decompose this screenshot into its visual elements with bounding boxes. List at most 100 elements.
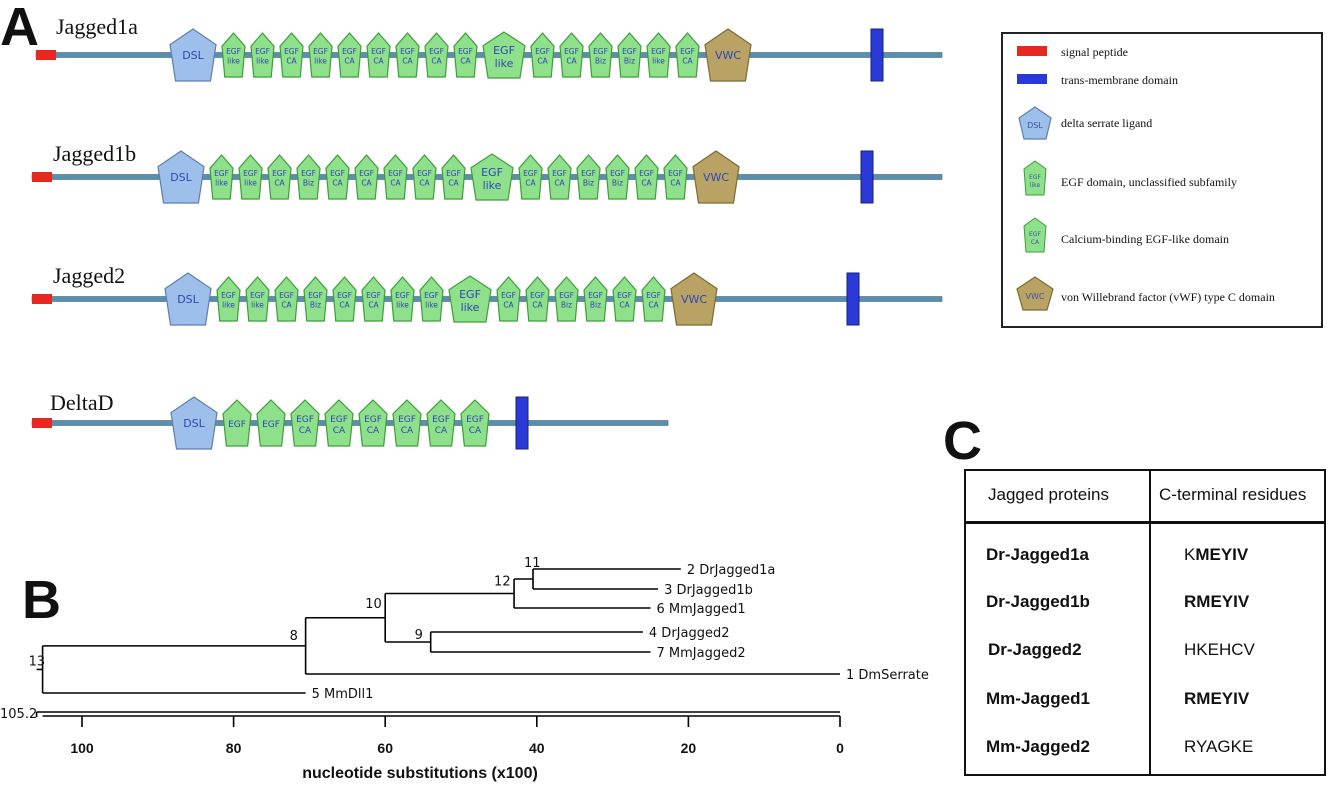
egf-domain-label: CA — [682, 57, 693, 66]
x-axis-title: nucleotide substitutions (x100) — [302, 765, 538, 782]
egf-domain-label: EGF — [458, 47, 473, 56]
egf-domain — [530, 32, 555, 78]
egf-domain — [303, 276, 328, 322]
egf-domain-label: EGF — [417, 169, 432, 178]
legend-item-egf: EGF like EGF domain, unclassified subfam… — [1003, 159, 1323, 199]
egf-domain-label: EGF — [250, 291, 265, 300]
egf-domain-label: EGF — [388, 169, 403, 178]
egf-domain-label: CA — [641, 179, 652, 188]
egf-domain-label: CA — [332, 179, 343, 188]
egf-domain-label: CA — [537, 57, 548, 66]
egf-domain-label: EGF — [366, 291, 381, 300]
dsl-domain — [164, 272, 212, 326]
tree-branches — [36, 568, 840, 694]
egf-domain-label: CA — [503, 301, 514, 310]
egf-domain-label: CA — [368, 301, 379, 310]
egf-domain — [460, 399, 490, 447]
vwc-domain — [670, 272, 718, 326]
egf-domain-label: like — [256, 57, 269, 66]
vwc-domain-label: VWC — [681, 293, 707, 306]
egf-domain-label: EGF — [342, 47, 357, 56]
egf-domain-label: CA — [419, 179, 430, 188]
svg-text:EGF: EGF — [1029, 174, 1041, 181]
egf-domain-label: Biz — [310, 301, 321, 310]
vwc-icon-label: VWC — [1026, 292, 1045, 301]
tree-leaf-label: 2 DrJagged1a — [687, 563, 776, 578]
panel-letter-c: C — [943, 411, 982, 471]
egf-domain — [256, 399, 286, 447]
egf-domain — [216, 276, 241, 322]
svg-text:like: like — [1030, 182, 1041, 189]
legend-item-transmembrane: trans-membrane domain — [1003, 66, 1323, 96]
tree-leaf-label: 4 DrJagged2 — [649, 626, 730, 641]
egf-domain-label: EGF — [593, 47, 608, 56]
egf-domain — [290, 399, 320, 447]
tree-node-label: 10 — [365, 597, 382, 612]
egf-domain-label: CA — [274, 179, 285, 188]
egf-domain-label: like — [314, 57, 327, 66]
legend-item-dsl: DSL delta serrate ligand — [1003, 104, 1323, 144]
egf-domain — [354, 154, 379, 200]
egf-domain-label: EGF — [214, 169, 229, 178]
egf-domain-label: like — [251, 301, 264, 310]
egf-domain — [325, 154, 350, 200]
egf-domain — [419, 276, 444, 322]
egf-domain — [209, 154, 234, 200]
egf-domain-label: like — [222, 301, 235, 310]
egf-domain-label: EGF — [459, 288, 481, 301]
egf-domain — [279, 32, 304, 78]
egf-domain-label: CA — [401, 426, 414, 436]
dsl-domain-label: DSL — [183, 417, 205, 430]
egf-domain-label: EGF — [228, 420, 246, 430]
egf-domain-label: EGF — [501, 291, 516, 300]
egf-domain-label: EGF — [432, 415, 450, 425]
egf-domain-label: EGF — [395, 291, 410, 300]
transmembrane-domain — [860, 150, 874, 204]
egf-domain — [296, 154, 321, 200]
dsl-domain — [169, 28, 217, 82]
egf-domain-label: EGF — [359, 169, 374, 178]
table-cell-residue: HKEHCV — [1184, 640, 1255, 659]
legend-item-signal-peptide: signal peptide — [1003, 38, 1323, 68]
signal-peptide — [32, 418, 52, 428]
egf-domain — [245, 276, 270, 322]
egf-domain-label: EGF — [493, 44, 515, 57]
egf-domain-label: like — [396, 301, 409, 310]
legend-item-vwc: VWC von Willebrand factor (vWF) type C d… — [1003, 274, 1323, 314]
legend-text: trans-membrane domain — [1061, 73, 1178, 87]
svg-text:EGF: EGF — [1029, 231, 1041, 238]
egf-domain — [583, 276, 608, 322]
tree-leaf-label: 7 MmJagged2 — [657, 646, 746, 661]
egf-domain-label: Biz — [561, 301, 572, 310]
egf-domain-label: CA — [670, 179, 681, 188]
egf-domain — [221, 32, 246, 78]
tree-leaf-label: 6 MmJagged1 — [657, 602, 746, 617]
egf-domain-label: EGF — [622, 47, 637, 56]
egf-domain-label: CA — [469, 426, 482, 436]
egf-domain — [547, 154, 572, 200]
egf-domain — [482, 31, 526, 79]
x-axis-tick-label: 20 — [681, 740, 697, 756]
egf-domain-label: CA — [281, 301, 292, 310]
egf-domain-label: CA — [373, 57, 384, 66]
legend-text: delta serrate ligand — [1061, 116, 1153, 130]
egf-domain-label: Biz — [590, 301, 601, 310]
egf-domain — [337, 32, 362, 78]
egf-domain-label: EGF — [330, 169, 345, 178]
egf-domain — [525, 276, 550, 322]
egf-icon: EGF like — [1023, 160, 1047, 196]
egf-domain — [426, 399, 456, 447]
signal-peptide-swatch — [1017, 46, 1047, 56]
egf-domain-label: EGF — [481, 166, 503, 179]
dsl-icon: DSL — [1018, 106, 1052, 140]
protein-label-jagged2: Jagged2 — [53, 263, 126, 288]
egf-domain-label: CA — [299, 426, 312, 436]
transmembrane-domain — [846, 272, 860, 326]
egf-domain — [496, 276, 521, 322]
x-axis-tick-label: 0 — [836, 740, 844, 756]
egf-domain-label: Biz — [595, 57, 606, 66]
